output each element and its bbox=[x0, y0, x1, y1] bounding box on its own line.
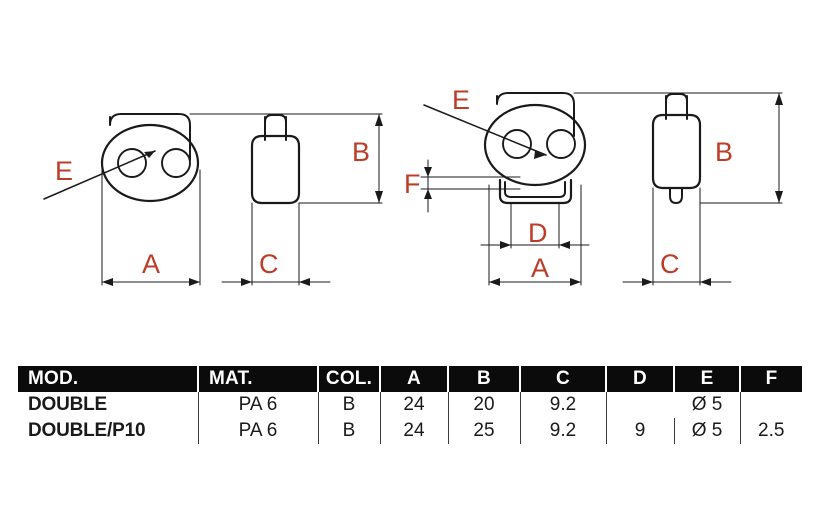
cell-mod: DOUBLE/P10 bbox=[18, 418, 199, 444]
cell-mat: PA 6 bbox=[198, 392, 319, 418]
dimension-f bbox=[420, 159, 521, 213]
dimension-label-a: A bbox=[531, 253, 550, 283]
dimension-label-c: C bbox=[660, 249, 680, 279]
dimension-label-a: A bbox=[142, 249, 161, 279]
cell-f: 2.5 bbox=[740, 418, 802, 444]
cell-col: B bbox=[318, 418, 381, 444]
dimension-d bbox=[480, 202, 590, 249]
column-header-b: B bbox=[448, 366, 521, 392]
column-header-mat: MAT. bbox=[198, 366, 319, 392]
column-header-mod: MOD. bbox=[18, 366, 199, 392]
cell-b: 20 bbox=[448, 392, 521, 418]
dimension-b bbox=[573, 92, 783, 204]
spec-table-body: DOUBLE PA 6 B 24 20 9.2 Ø 5 DOUBLE/P10 P… bbox=[18, 392, 802, 444]
cell-c: 9.2 bbox=[520, 418, 607, 444]
column-header-c: C bbox=[520, 366, 607, 392]
cell-d: 9 bbox=[606, 418, 675, 444]
spec-table: MOD. MAT. COL. A B C D E F DOUBLE PA 6 B… bbox=[18, 366, 802, 444]
cell-mat: PA 6 bbox=[198, 418, 319, 444]
dimension-label-c: C bbox=[259, 249, 279, 279]
drawing-double-standard bbox=[43, 113, 383, 286]
cell-f bbox=[740, 392, 802, 418]
cell-e: Ø 5 bbox=[674, 418, 741, 444]
dimension-label-f: F bbox=[404, 169, 421, 199]
drawing-double-p10 bbox=[420, 92, 783, 286]
spec-table-header: MOD. MAT. COL. A B C D E F bbox=[18, 366, 802, 392]
technical-drawings: E B A C E F B D A C bbox=[43, 85, 783, 286]
cell-d bbox=[606, 392, 674, 418]
dimension-label-b: B bbox=[715, 137, 734, 167]
cell-a: 24 bbox=[380, 392, 449, 418]
column-header-a: A bbox=[380, 366, 449, 392]
side-view bbox=[250, 114, 301, 205]
dimension-label-d: D bbox=[528, 218, 548, 248]
side-view bbox=[651, 93, 702, 204]
dimension-c bbox=[221, 202, 331, 286]
dimension-label-b: B bbox=[352, 137, 371, 167]
dimension-c bbox=[622, 187, 732, 286]
column-header-e: E bbox=[674, 366, 741, 392]
dimension-b bbox=[189, 113, 383, 204]
cell-a: 24 bbox=[380, 418, 449, 444]
dimension-a bbox=[488, 184, 582, 286]
column-header-d: D bbox=[606, 366, 675, 392]
table-row: DOUBLE PA 6 B 24 20 9.2 Ø 5 bbox=[18, 392, 802, 418]
cell-b: 25 bbox=[448, 418, 521, 444]
drawing-canvas bbox=[43, 92, 783, 286]
column-header-col: COL. bbox=[318, 366, 381, 392]
column-header-f: F bbox=[740, 366, 802, 392]
front-view bbox=[423, 92, 587, 205]
cell-col: B bbox=[318, 392, 381, 418]
spec-table-container: MOD. MAT. COL. A B C D E F DOUBLE PA 6 B… bbox=[18, 366, 802, 444]
cell-c: 9.2 bbox=[520, 392, 607, 418]
cell-e: Ø 5 bbox=[674, 392, 741, 418]
table-row: DOUBLE/P10 PA 6 B 24 25 9.2 9 Ø 5 2.5 bbox=[18, 418, 802, 444]
dimension-a bbox=[101, 159, 201, 286]
header-row: MOD. MAT. COL. A B C D E F bbox=[18, 366, 802, 392]
dimension-label-e: E bbox=[452, 85, 471, 115]
dimension-label-e: E bbox=[55, 156, 74, 186]
cell-mod: DOUBLE bbox=[18, 392, 199, 418]
